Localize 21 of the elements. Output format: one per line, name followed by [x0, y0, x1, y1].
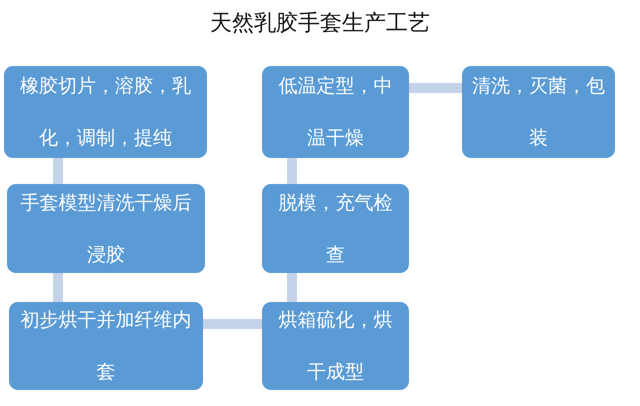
- step-text: 脱模，充气检查: [278, 190, 394, 268]
- step-text: 低温定型，中温干燥: [278, 74, 394, 151]
- process-box: [9, 302, 203, 390]
- process-box: [462, 66, 615, 158]
- step-text: 橡胶切片，溶胶，乳化，调制，提纯: [19, 74, 192, 151]
- connector-line: [53, 158, 63, 184]
- step-text: 清洗，灭菌，包装: [471, 74, 606, 151]
- step-text: 烘箱硫化，烘干成型: [278, 308, 394, 385]
- step-text: 初步烘干并加纤维内套: [20, 308, 192, 385]
- connector-line: [287, 158, 297, 184]
- process-box: [4, 66, 207, 158]
- connector-line: [409, 83, 462, 93]
- process-box: [262, 302, 409, 390]
- connector-line: [203, 319, 262, 329]
- connector-line: [53, 273, 63, 302]
- connector-line: [287, 273, 297, 302]
- process-box: [262, 66, 409, 158]
- diagram-title: 天然乳胶手套生产工艺: [209, 10, 431, 38]
- step-text: 手套模型清洗干燥后浸胶: [20, 190, 192, 268]
- process-box: [262, 184, 409, 273]
- process-box: [7, 184, 205, 273]
